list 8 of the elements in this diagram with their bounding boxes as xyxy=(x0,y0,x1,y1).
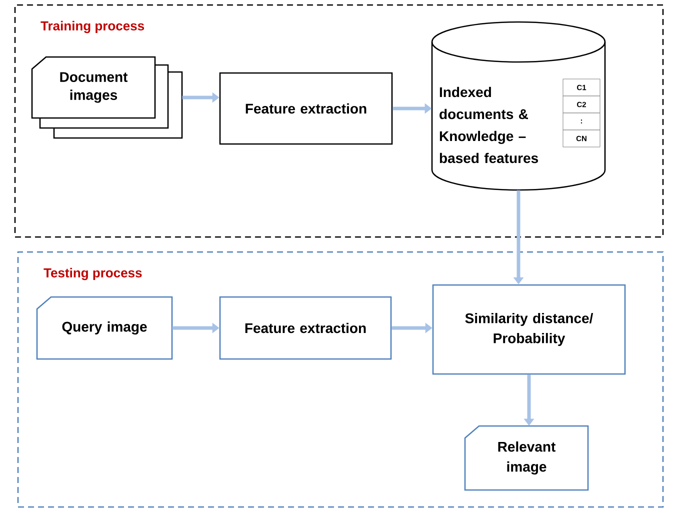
process-box: Feature extraction xyxy=(219,296,392,360)
section-heading: Testing process xyxy=(44,268,142,280)
document-stack: Document images xyxy=(31,56,183,139)
process-box: Similarity distance/ Probability xyxy=(432,284,626,375)
process-box: Feature extraction xyxy=(219,72,393,145)
document-card: Relevant image xyxy=(464,425,589,491)
section-heading: Training process xyxy=(40,20,144,34)
document-card: Query image xyxy=(36,296,173,360)
